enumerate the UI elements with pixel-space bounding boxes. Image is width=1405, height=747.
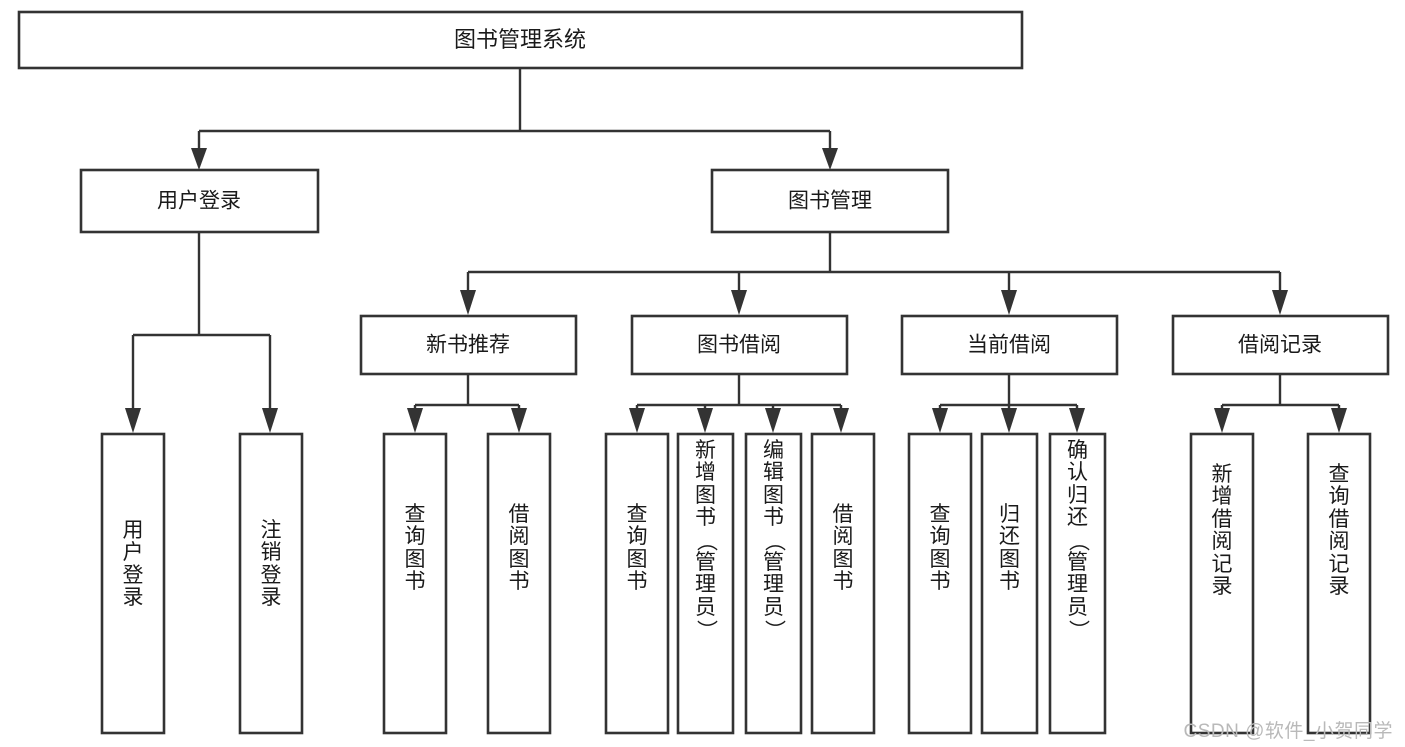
arrow-head-icon [1214,408,1230,433]
connector-newbook-to-leaves [407,375,527,433]
leaf-box-edit-book-admin[interactable] [744,432,803,735]
leaf-box-user-login[interactable] [100,432,166,735]
arrow-head-icon [1331,408,1347,433]
node-user-login-label: 用户登录 [157,190,241,213]
leaf-box-query-book-nbr[interactable] [382,432,448,735]
node-book-management[interactable]: 图书管理 [710,168,950,234]
arrow-head-icon [833,408,849,433]
arrow-head-icon [262,408,278,433]
connector-root-to-level1 [191,68,838,170]
node-current-borrow-label: 当前借阅 [967,334,1051,357]
node-user-login[interactable]: 用户登录 [79,168,320,234]
node-book-borrow[interactable]: 图书借阅 [630,314,849,376]
node-root-system[interactable]: 图书管理系统 [17,10,1024,70]
node-current-borrow[interactable]: 当前借阅 [900,314,1119,376]
arrow-head-icon [697,408,713,433]
connector-currentborrow-to-leaves [932,375,1085,433]
node-borrow-record-label: 借阅记录 [1238,334,1322,357]
arrow-head-icon [191,148,207,170]
connector-userlogin-to-leaves [125,232,278,433]
arrow-head-icon [1272,290,1288,315]
arrow-head-icon [511,408,527,433]
arrow-head-icon [1001,290,1017,315]
leaf-boxes [100,432,1372,735]
node-borrow-record[interactable]: 借阅记录 [1171,314,1390,376]
arrow-head-icon [932,408,948,433]
arrow-head-icon [1001,408,1017,433]
arrow-head-icon [125,408,141,433]
leaf-box-add-borrow-record[interactable] [1189,432,1255,735]
node-new-book-recommend[interactable]: 新书推荐 [359,314,578,376]
node-book-borrow-label: 图书借阅 [697,334,781,357]
arrow-head-icon [822,148,838,170]
leaf-box-query-book-cb[interactable] [907,432,973,735]
arrow-head-icon [460,290,476,315]
node-book-management-label: 图书管理 [788,190,872,213]
connector-bookborrow-to-leaves [629,375,849,433]
connector-bookmgmt-to-level2 [460,232,1288,315]
leaf-box-confirm-return-admin[interactable] [1048,432,1107,735]
arrow-head-icon [629,408,645,433]
node-root-label: 图书管理系统 [454,27,586,52]
csdn-watermark: CSDN @软件_小贺同学 [1183,721,1393,742]
connector-borrowrecord-to-leaves [1214,375,1347,433]
arrow-head-icon [1069,408,1085,433]
leaf-box-return-book[interactable] [980,432,1039,735]
arrow-head-icon [731,290,747,315]
leaf-box-query-borrow-record[interactable] [1306,432,1372,735]
arrow-head-icon [407,408,423,433]
leaf-box-borrow-book-bb[interactable] [810,432,876,735]
arrow-head-icon [765,408,781,433]
node-new-book-recommend-label: 新书推荐 [426,334,510,357]
leaf-box-query-book-bb[interactable] [604,432,670,735]
leaf-box-logout[interactable] [238,432,304,735]
leaf-box-add-book-admin[interactable] [676,432,735,735]
leaf-box-borrow-book-nbr[interactable] [486,432,552,735]
